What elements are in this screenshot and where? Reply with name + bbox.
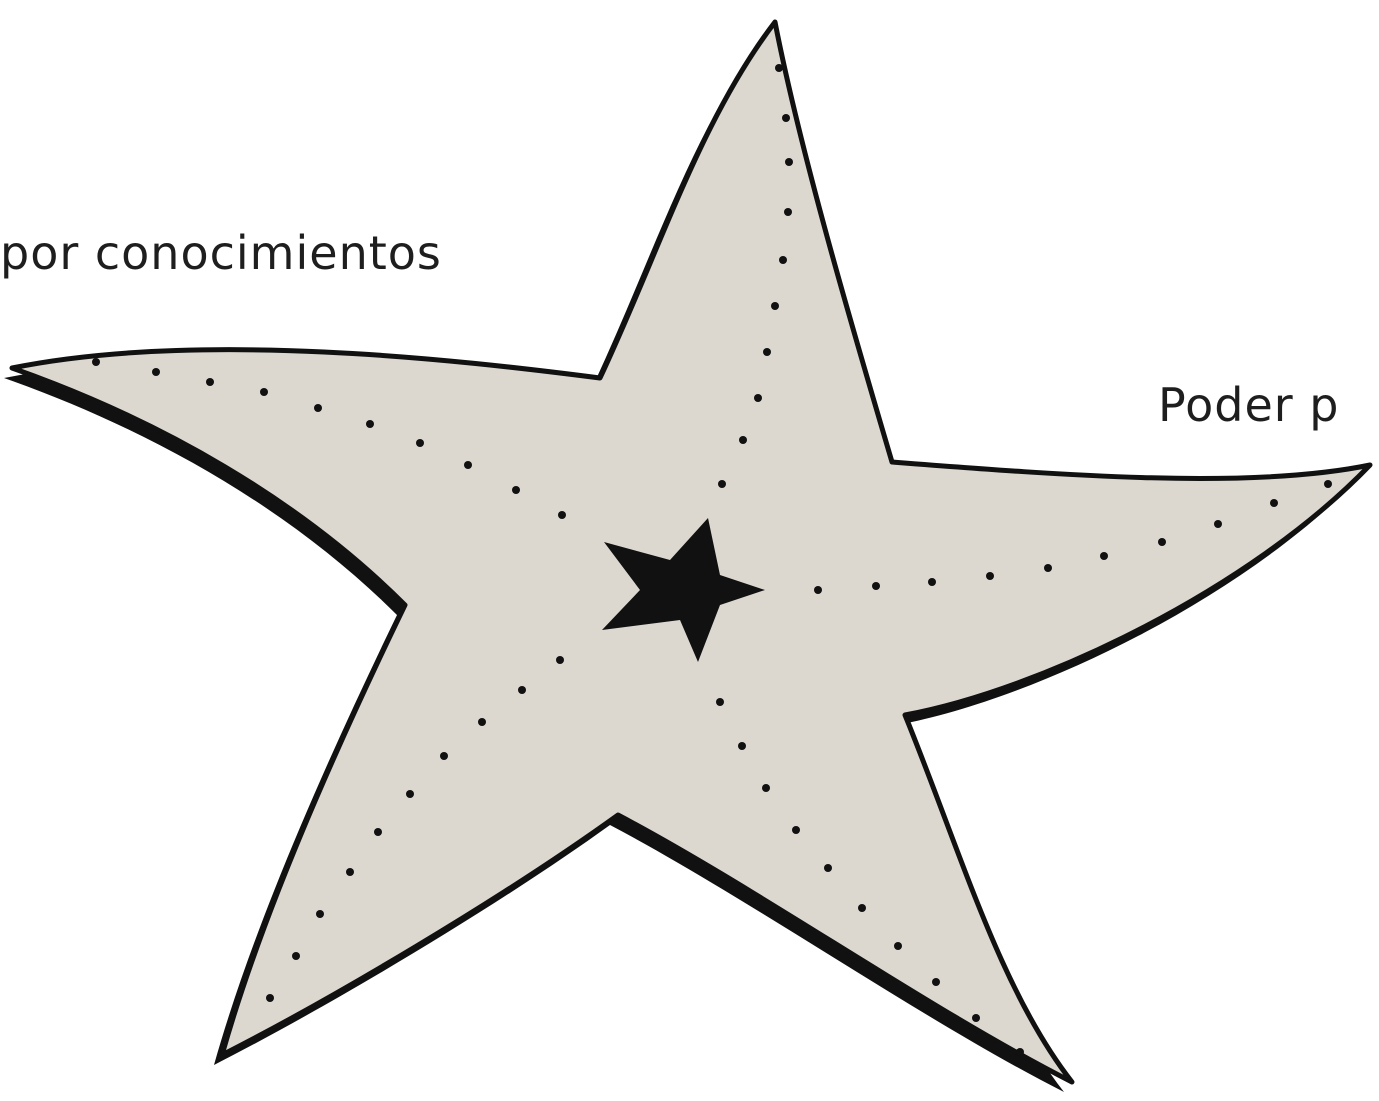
label-por-conocimientos: por conocimientos	[0, 230, 442, 276]
label-poder: Poder p	[1158, 382, 1339, 428]
